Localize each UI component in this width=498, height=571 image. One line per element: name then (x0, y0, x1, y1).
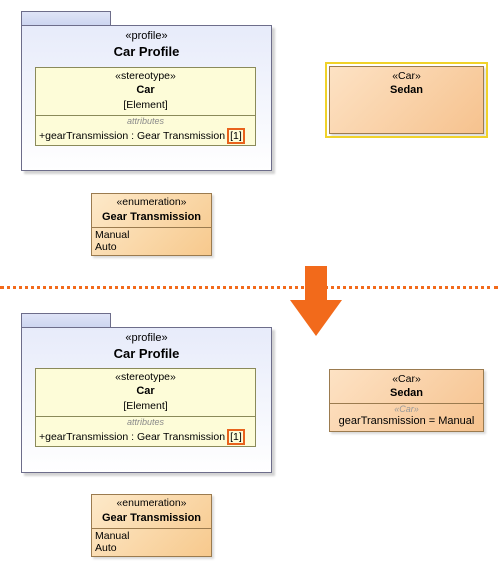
package-tab (21, 313, 111, 327)
attribute-text: +gearTransmission : Gear Transmission (39, 431, 226, 443)
enumeration-literal: Auto (95, 241, 117, 253)
attribute-gear-transmission[interactable]: +gearTransmission : Gear Transmission[1] (39, 128, 245, 144)
attributes-compartment-label: attributes (126, 417, 165, 427)
enumeration-name: Gear Transmission (101, 512, 202, 524)
instance-sedan-before[interactable]: «Car» Sedan (325, 62, 488, 138)
tagged-value[interactable]: gearTransmission = Manual (338, 415, 475, 427)
enumeration-literal: Manual (95, 530, 130, 542)
enumeration-keyword: «enumeration» (116, 196, 187, 208)
multiplicity-highlight: [1] (227, 128, 245, 144)
attribute-gear-transmission[interactable]: +gearTransmission : Gear Transmission[1] (39, 429, 245, 445)
compartment-separator (36, 416, 255, 417)
compartment-separator (36, 115, 255, 116)
tagged-value-compartment-label: «Car» (394, 404, 419, 414)
enumeration-name: Gear Transmission (101, 211, 202, 223)
attribute-text: +gearTransmission : Gear Transmission (39, 130, 226, 142)
profile-stereotype: «profile» (125, 332, 168, 344)
stereotype-metaclass: [Element] (123, 400, 168, 412)
profile-title: Car Profile (113, 44, 180, 59)
instance-name: Sedan (389, 387, 423, 399)
enumeration-gear-transmission-before[interactable]: «enumeration» Gear Transmission Manual A… (91, 193, 212, 256)
instance-sedan-after[interactable]: «Car» Sedan «Car» gearTransmission = Man… (329, 369, 484, 432)
section-divider (0, 286, 498, 289)
stereotype-metaclass: [Element] (123, 99, 168, 111)
stereotype-name: Car (136, 84, 155, 96)
instance-name: Sedan (389, 84, 423, 96)
enumeration-separator (92, 227, 211, 228)
instance-separator (330, 403, 483, 404)
enumeration-literal: Manual (95, 229, 130, 241)
enumeration-separator (92, 528, 211, 529)
stereotype-class-car[interactable]: «stereotype» Car [Element] attributes +g… (35, 67, 256, 146)
stereotype-class-car[interactable]: «stereotype» Car [Element] attributes +g… (35, 368, 256, 447)
profile-stereotype: «profile» (125, 30, 168, 42)
package-tab (21, 11, 111, 25)
attributes-compartment-label: attributes (126, 116, 165, 126)
instance-stereotype: «Car» (392, 70, 421, 82)
profile-title: Car Profile (113, 346, 180, 361)
enumeration-literal: Auto (95, 542, 117, 554)
stereotype-keyword: «stereotype» (115, 70, 176, 82)
enumeration-keyword: «enumeration» (116, 497, 187, 509)
enumeration-gear-transmission-after[interactable]: «enumeration» Gear Transmission Manual A… (91, 494, 212, 557)
arrow-down-icon (290, 266, 342, 336)
multiplicity-highlight: [1] (227, 429, 245, 445)
stereotype-name: Car (136, 385, 155, 397)
instance-stereotype: «Car» (392, 373, 421, 385)
stereotype-keyword: «stereotype» (115, 371, 176, 383)
